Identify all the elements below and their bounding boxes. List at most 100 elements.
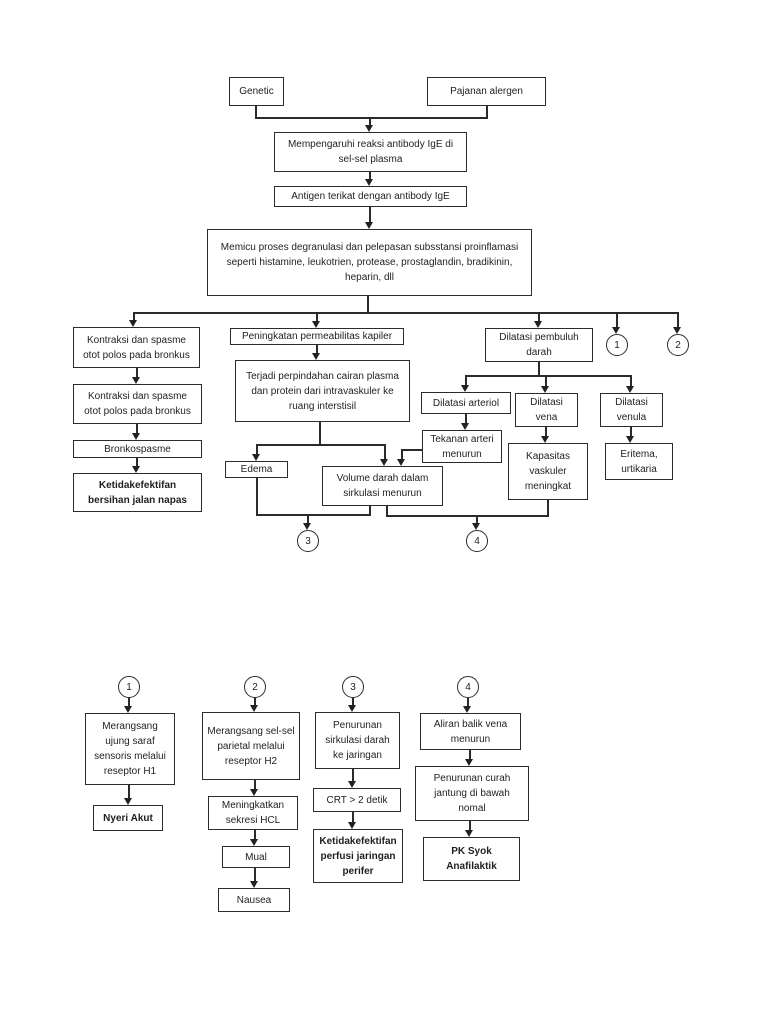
flow-line [352,698,354,706]
flow-line [465,414,467,424]
node-dilatasi-vena: Dilatasi vena [515,393,578,427]
flow-line [545,375,547,387]
flow-line [369,117,371,126]
flow-line [133,312,679,314]
node-mempengaruhi-ige: Mempengaruhi reaksi antibody IgE di sel-… [274,132,467,172]
flow-line [255,117,488,119]
arrow-down-icon [541,386,549,393]
arrow-down-icon [132,466,140,473]
arrow-down-icon [612,327,620,334]
flow-line [254,868,256,882]
connector-circle-1: 1 [606,334,628,356]
flow-line [386,515,549,517]
arrow-down-icon [365,125,373,132]
flow-line [467,698,469,707]
connector-circle-4-continue: 4 [457,676,479,698]
node-penurunan-curah: Penurunan curah jantung di bawah nomal [415,766,529,821]
arrow-down-icon [312,321,320,328]
arrow-down-icon [534,321,542,328]
node-dilatasi-venula: Dilatasi venula [600,393,663,427]
arrow-down-icon [365,179,373,186]
arrow-down-icon [250,705,258,712]
arrow-down-icon [250,881,258,888]
node-kontraksi-spasme-1: Kontraksi dan spasme otot polos pada bro… [73,327,200,368]
node-mual: Mual [222,846,290,868]
node-kontraksi-spasme-2: Kontraksi dan spasme otot polos pada bro… [73,384,202,424]
flow-line [136,424,138,434]
flow-line [254,698,256,706]
flow-line [367,296,369,313]
flow-line [254,780,256,790]
flow-line [384,444,386,460]
flow-line [547,500,549,516]
node-merangsang-h1: Merangsang ujung saraf sensoris melalui … [85,713,175,785]
arrow-down-icon [365,222,373,229]
flow-line [538,362,540,376]
flow-line [128,785,130,799]
flow-line [401,449,403,460]
flow-line [133,312,135,321]
node-pk-syok: PK Syok Anafilaktik [423,837,520,881]
flow-line [465,375,467,386]
flow-line [316,312,318,322]
connector-circle-1-continue: 1 [118,676,140,698]
connector-circle-2: 2 [667,334,689,356]
flow-line [352,812,354,823]
arrow-down-icon [124,798,132,805]
flow-line [369,506,371,515]
flow-line [630,375,632,387]
flow-line [136,368,138,378]
node-edema: Edema [225,461,288,478]
node-volume-darah: Volume darah dalam sirkulasi menurun [322,466,443,506]
node-nausea: Nausea [218,888,290,912]
arrow-down-icon [380,459,388,466]
arrow-down-icon [461,385,469,392]
node-antigen-terikat: Antigen terikat dengan antibody IgE [274,186,467,207]
arrow-down-icon [673,327,681,334]
node-pajanan-alergen: Pajanan alergen [427,77,546,106]
arrow-down-icon [312,353,320,360]
node-genetic: Genetic [229,77,284,106]
node-aliran-balik: Aliran balik vena menurun [420,713,521,750]
node-nyeri-akut: Nyeri Akut [93,805,163,831]
arrow-down-icon [250,789,258,796]
node-ketidakefektifan-perfusi: Ketidakefektifan perfusi jaringan perife… [313,829,403,883]
arrow-down-icon [626,436,634,443]
arrow-down-icon [132,433,140,440]
arrow-down-icon [348,781,356,788]
connector-circle-4: 4 [466,530,488,552]
flow-line [369,172,371,180]
flow-line [256,444,386,446]
arrow-down-icon [129,320,137,327]
flow-line [255,106,257,117]
arrow-down-icon [472,523,480,530]
flow-line [469,750,471,760]
flow-line [256,478,258,515]
arrow-down-icon [461,423,469,430]
connector-circle-3: 3 [297,530,319,552]
arrow-down-icon [132,377,140,384]
arrow-down-icon [348,822,356,829]
flow-line [352,769,354,782]
flow-line [307,514,309,524]
flow-line [254,830,256,840]
node-bronkospasme: Bronkospasme [73,440,202,458]
flow-line [538,312,540,322]
node-peningkatan-permeabilitas: Peningkatan permeabilitas kapiler [230,328,404,345]
flow-line [677,312,679,328]
flow-line [476,515,478,524]
arrow-down-icon [252,454,260,461]
arrow-down-icon [303,523,311,530]
connector-circle-2-continue: 2 [244,676,266,698]
flow-line [630,427,632,437]
flow-line [386,506,388,516]
arrow-down-icon [541,436,549,443]
node-merangsang-h2: Merangsang sel-sel parietal melalui rese… [202,712,300,780]
node-crt: CRT > 2 detik [313,788,401,812]
connector-circle-3-continue: 3 [342,676,364,698]
flow-line [616,312,618,328]
node-kapasitas-vaskuler: Kapasitas vaskuler meningkat [508,443,588,500]
node-memicu-degranulasi: Memicu proses degranulasi dan pelepasan … [207,229,532,296]
flow-line [486,106,488,117]
